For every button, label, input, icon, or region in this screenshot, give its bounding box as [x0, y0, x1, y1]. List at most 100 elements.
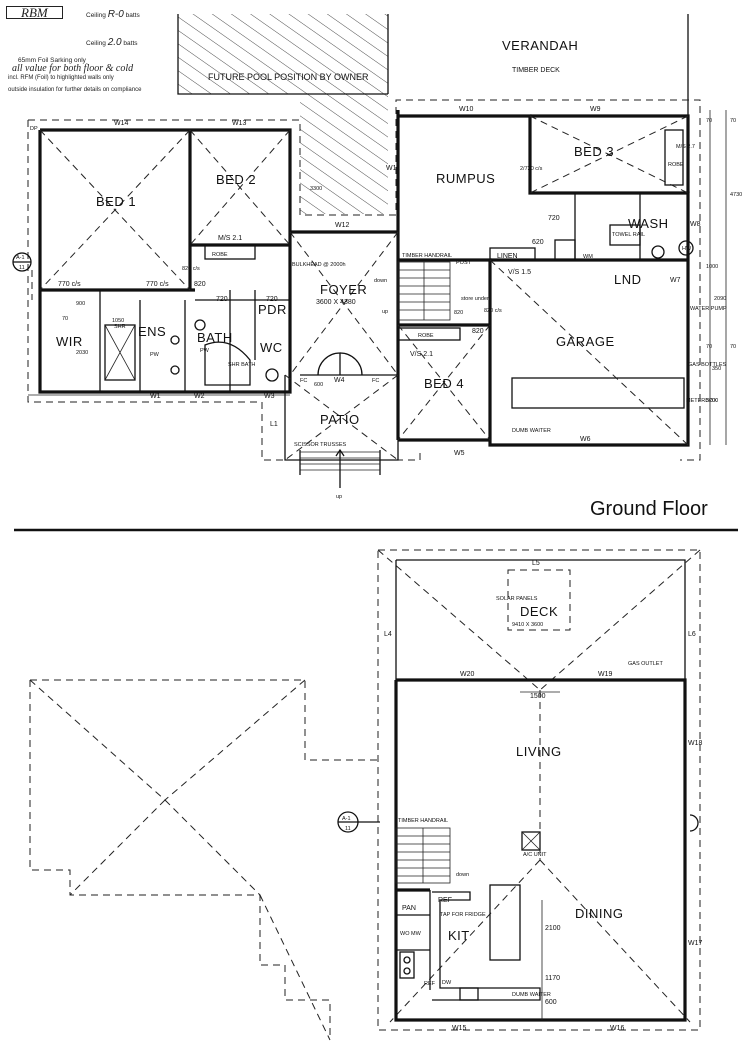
d720b: 720: [266, 296, 278, 303]
win-w9: W9: [590, 106, 601, 113]
water-pump: WATER PUMP: [690, 306, 727, 312]
uf-ref-short: REF: [424, 981, 436, 987]
shr-bath: SHR BATH: [228, 362, 255, 368]
room-bath: BATH: [197, 330, 233, 345]
d3200: 3200: [706, 398, 718, 404]
meterbox: METERBOX: [686, 398, 717, 404]
d820c: 820: [454, 310, 463, 316]
ceiling1-value: R-0: [107, 9, 124, 20]
d820a: 820: [194, 281, 206, 288]
d70d: 70: [730, 344, 736, 350]
room-bed1: BED 1: [96, 194, 136, 209]
room-kit: KIT: [448, 928, 470, 943]
hw: HW: [682, 246, 692, 252]
d720c: 720: [548, 215, 560, 222]
pw1: PW: [150, 352, 160, 358]
win-w10: W10: [459, 106, 474, 113]
handwritten-note: all value for both floor & cold: [12, 63, 134, 74]
gf-timber-handrail: TIMBER HANDRAIL: [402, 253, 452, 259]
l1: L1: [270, 421, 278, 428]
c770b: 770 c/s: [146, 281, 169, 288]
gf-down: down: [374, 278, 387, 284]
ceiling2-unit: batts: [123, 40, 138, 47]
win-w12: W12: [335, 222, 350, 229]
c720: 2/720 c/s: [520, 166, 543, 172]
ms27: M/S 2.7: [676, 144, 695, 150]
d70c: 70: [706, 344, 712, 350]
d350: 350: [712, 366, 721, 372]
note-line3: outside insulation for further details o…: [8, 87, 142, 93]
room-bed2: BED 2: [216, 172, 256, 187]
d600: 600: [545, 999, 557, 1006]
uf-l5: L5: [532, 560, 540, 567]
dp-marker: DP: [30, 126, 38, 132]
win-w14: W14: [114, 120, 129, 127]
ceiling2-value: 2.0: [107, 37, 122, 48]
d1170: 1170: [545, 975, 560, 982]
note-line2: incl. RFM (Foil) to highlighted walls on…: [8, 75, 114, 81]
d1500: 1500: [530, 693, 546, 700]
room-ens: ENS: [138, 324, 166, 339]
room-ref: REF: [438, 897, 452, 904]
uf-l6: L6: [688, 631, 696, 638]
d4730: 4730: [730, 192, 742, 198]
robe-bed2: ROBE: [212, 252, 228, 258]
win-w5: W5: [454, 450, 465, 457]
room-patio: PATIO: [320, 412, 360, 427]
d820b: 820: [472, 328, 484, 335]
d2090: 2090: [714, 296, 726, 302]
room-deck: DECK: [520, 604, 558, 619]
wm: WM: [583, 254, 593, 260]
dw: DW: [442, 980, 452, 986]
win-w1: W1: [150, 393, 161, 400]
room-lnd: LND: [614, 272, 642, 287]
c770a: 770 c/s: [58, 281, 81, 288]
gf-dumb-waiter: DUMB WAITER: [512, 428, 551, 434]
gf-up2: up: [336, 494, 342, 500]
win-w3: W3: [264, 393, 275, 400]
upper-floor-labels: DECK 9410 X 3600 LIVING DINING KIT PAN R…: [342, 560, 703, 1032]
d720a: 720: [216, 296, 228, 303]
d2030: 2030: [76, 350, 88, 356]
win-w11: W11: [386, 165, 400, 172]
deck-size: 9410 X 3600: [512, 622, 543, 628]
solar-panels: SOLAR PANELS: [496, 596, 538, 602]
room-dining: DINING: [575, 906, 624, 921]
room-bed3: BED 3: [574, 144, 614, 159]
room-foyer: FOYER: [320, 282, 367, 297]
uf-down: down: [456, 872, 469, 878]
d70a: 70: [706, 118, 712, 124]
gf-section: A-1: [16, 255, 25, 261]
d70b: 70: [730, 118, 736, 124]
gf-up1: up: [382, 309, 388, 315]
ceiling1-label: Ceiling: [86, 12, 106, 19]
robe-bed4: ROBE: [418, 333, 434, 339]
room-rumpus: RUMPUS: [436, 171, 495, 186]
uf-timber-handrail: TIMBER HANDRAIL: [398, 818, 448, 824]
room-wc: WC: [260, 340, 283, 355]
win-w7: W7: [670, 277, 681, 284]
d1050: 1050: [112, 318, 124, 324]
d3300: 3300: [310, 186, 322, 192]
uf-w19: W19: [598, 671, 613, 678]
store-under: store under: [461, 296, 489, 302]
shr: SHR: [114, 324, 126, 330]
room-bed4: BED 4: [424, 376, 464, 391]
uf-w18: W18: [688, 740, 703, 747]
ceiling2-label: Ceiling: [86, 40, 106, 47]
uf-section-no: 11: [345, 826, 351, 832]
d2100: 2100: [545, 925, 561, 932]
pw2: PW: [200, 348, 210, 354]
room-wo-mw: WO MW: [400, 931, 422, 937]
uf-w20: W20: [460, 671, 475, 678]
d900: 900: [76, 301, 85, 307]
vs15: V/S 1.5: [508, 269, 531, 276]
fc1: FC: [300, 378, 307, 384]
pool-note: FUTURE POOL POSITION BY OWNER: [208, 72, 369, 82]
towel-rail: TOWEL RAIL: [612, 232, 645, 238]
pool-area-lower: [300, 94, 388, 214]
robe-bed3: ROBE: [668, 162, 684, 168]
room-linen: LINEN: [497, 253, 518, 260]
uf-section: A-1: [342, 816, 351, 822]
